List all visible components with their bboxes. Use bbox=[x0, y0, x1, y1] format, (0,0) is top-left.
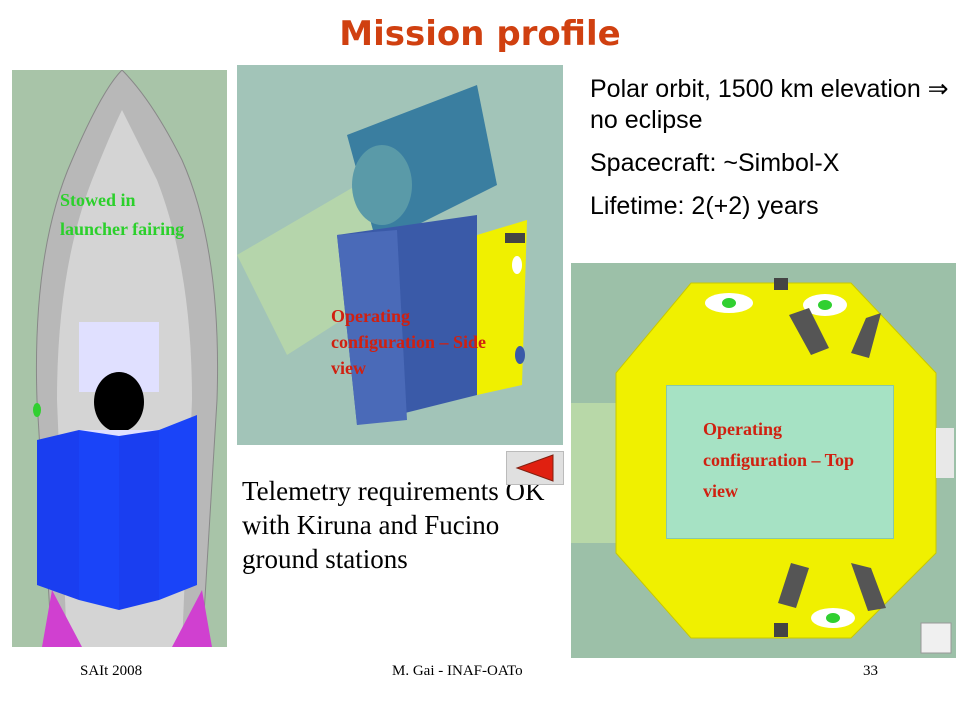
footer-event: SAIt 2008 bbox=[80, 663, 143, 679]
bullet-lifetime: Lifetime: 2(+2) years bbox=[590, 192, 819, 220]
bullet-orbit: Polar orbit, 1500 km elevation ⇒ no ecli… bbox=[590, 75, 949, 134]
side-view-image: Operating configuration – Side view bbox=[237, 65, 563, 445]
bullet-spacecraft: Spacecraft: ~Simbol-X bbox=[590, 149, 840, 177]
footer-page-number: 33 bbox=[863, 663, 878, 679]
top-view-drawing bbox=[571, 278, 954, 654]
side-view-label: Operating configuration – Side view bbox=[331, 306, 487, 378]
bullet-list: Polar orbit, 1500 km elevation ⇒ no ecli… bbox=[590, 74, 950, 234]
slide-title: Mission profile bbox=[339, 14, 621, 54]
telemetry-text: Telemetry requirements OK with Kiruna an… bbox=[242, 476, 545, 574]
back-nav-button[interactable] bbox=[506, 451, 564, 485]
stowed-fairing-image: Stowed in launcher fairing bbox=[12, 69, 227, 648]
fairing-drawing bbox=[33, 69, 219, 648]
back-arrow-icon bbox=[515, 454, 554, 482]
side-view-drawing bbox=[237, 85, 527, 425]
top-view-image: Operating configuration – Top view bbox=[571, 263, 956, 658]
top-view-label: Operating configuration – Top view bbox=[703, 419, 855, 501]
stowed-label: Stowed in launcher fairing bbox=[60, 190, 185, 239]
top-view-label-box: Operating configuration – Top view bbox=[666, 385, 894, 539]
footer-author: M. Gai - INAF-OATo bbox=[392, 663, 523, 679]
